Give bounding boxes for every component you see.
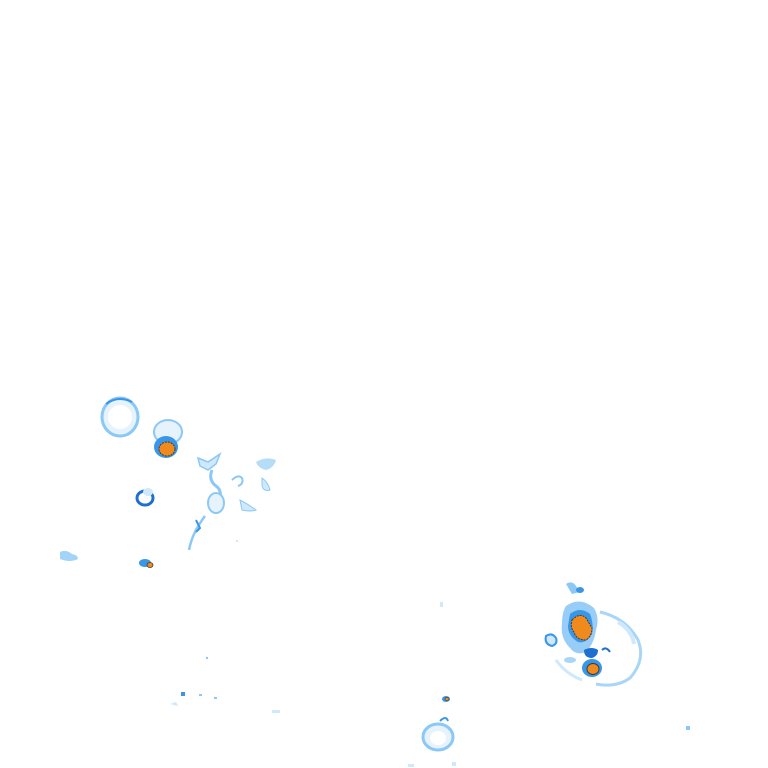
radar-cell-core-sw-small <box>139 559 154 568</box>
radar-cell-ring-nw <box>100 396 140 438</box>
radar-scattered-returns <box>170 540 690 767</box>
radar-cell-ring-s <box>421 696 455 752</box>
radar-cell-wisp-w <box>60 550 78 561</box>
radar-cell-ring-se <box>554 610 643 687</box>
radar-cell-cluster-se <box>544 582 611 677</box>
radar-cell-band-central-west <box>187 452 276 551</box>
radar-cell-core-nw <box>153 419 183 458</box>
radar-cell-ring-w <box>135 488 155 507</box>
